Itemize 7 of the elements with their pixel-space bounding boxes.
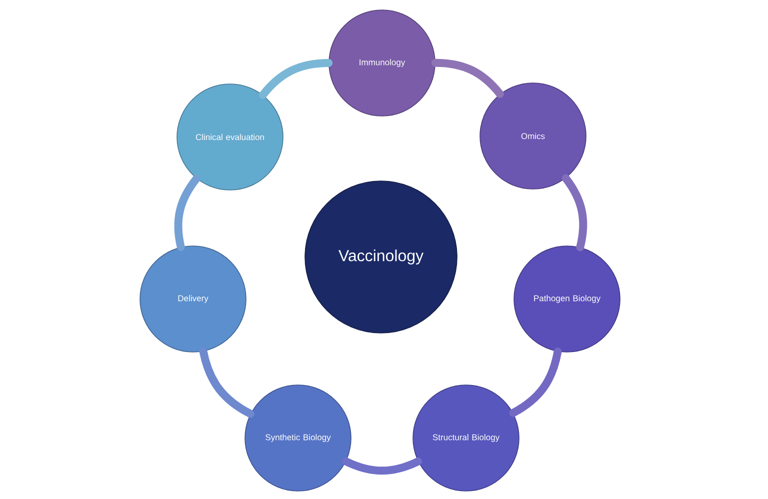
ring-segment bbox=[174, 174, 200, 251]
ring-segment bbox=[431, 58, 504, 98]
ring-segment bbox=[509, 348, 562, 417]
ring-segment bbox=[258, 58, 333, 99]
ring-segment bbox=[199, 347, 254, 418]
ring-segment bbox=[342, 457, 422, 475]
ring-segment bbox=[562, 174, 588, 252]
